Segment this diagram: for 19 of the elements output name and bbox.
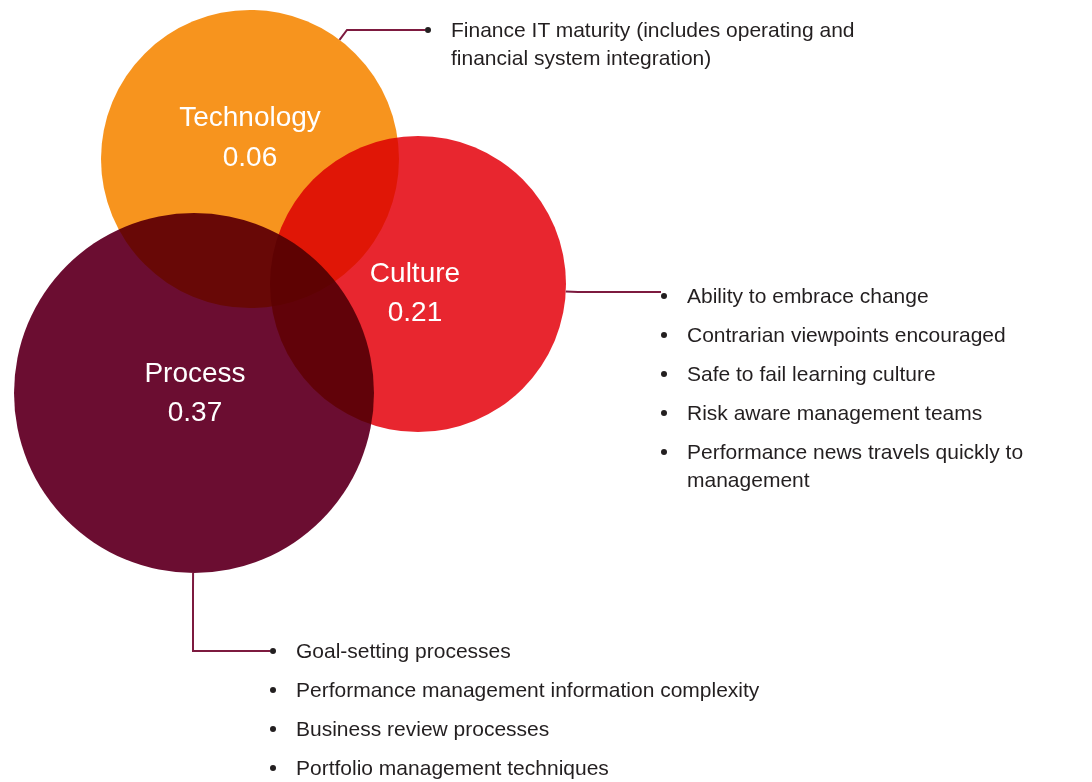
bullet-text: Goal-setting processes bbox=[296, 639, 511, 662]
circle-value: 0.06 bbox=[222, 141, 278, 173]
bullet-text: Finance IT maturity (includes operating and financial system integration) bbox=[451, 18, 855, 69]
bullet-text: Performance management information complexity bbox=[296, 678, 760, 701]
bullet-text: Portfolio management techniques bbox=[296, 756, 609, 779]
bullet-text: Performance news travels quickly to management bbox=[687, 440, 1024, 491]
bullet-text: Risk aware management teams bbox=[687, 401, 983, 424]
bullet-text: Business review processes bbox=[296, 717, 550, 740]
bullet-text: Safe to fail learning culture bbox=[687, 362, 936, 385]
circle-value: 0.21 bbox=[387, 296, 443, 328]
circle-value: 0.37 bbox=[167, 396, 223, 428]
leader-line bbox=[192, 572, 271, 652]
leader-line bbox=[564, 290, 662, 293]
bullet-text: Ability to embrace change bbox=[687, 284, 929, 307]
circle-label: Technology bbox=[179, 101, 321, 133]
circle-label: Process bbox=[144, 357, 246, 389]
leader-line bbox=[338, 29, 426, 41]
circle-label: Culture bbox=[369, 257, 461, 289]
bullet-text: Contrarian viewpoints encouraged bbox=[687, 323, 1006, 346]
